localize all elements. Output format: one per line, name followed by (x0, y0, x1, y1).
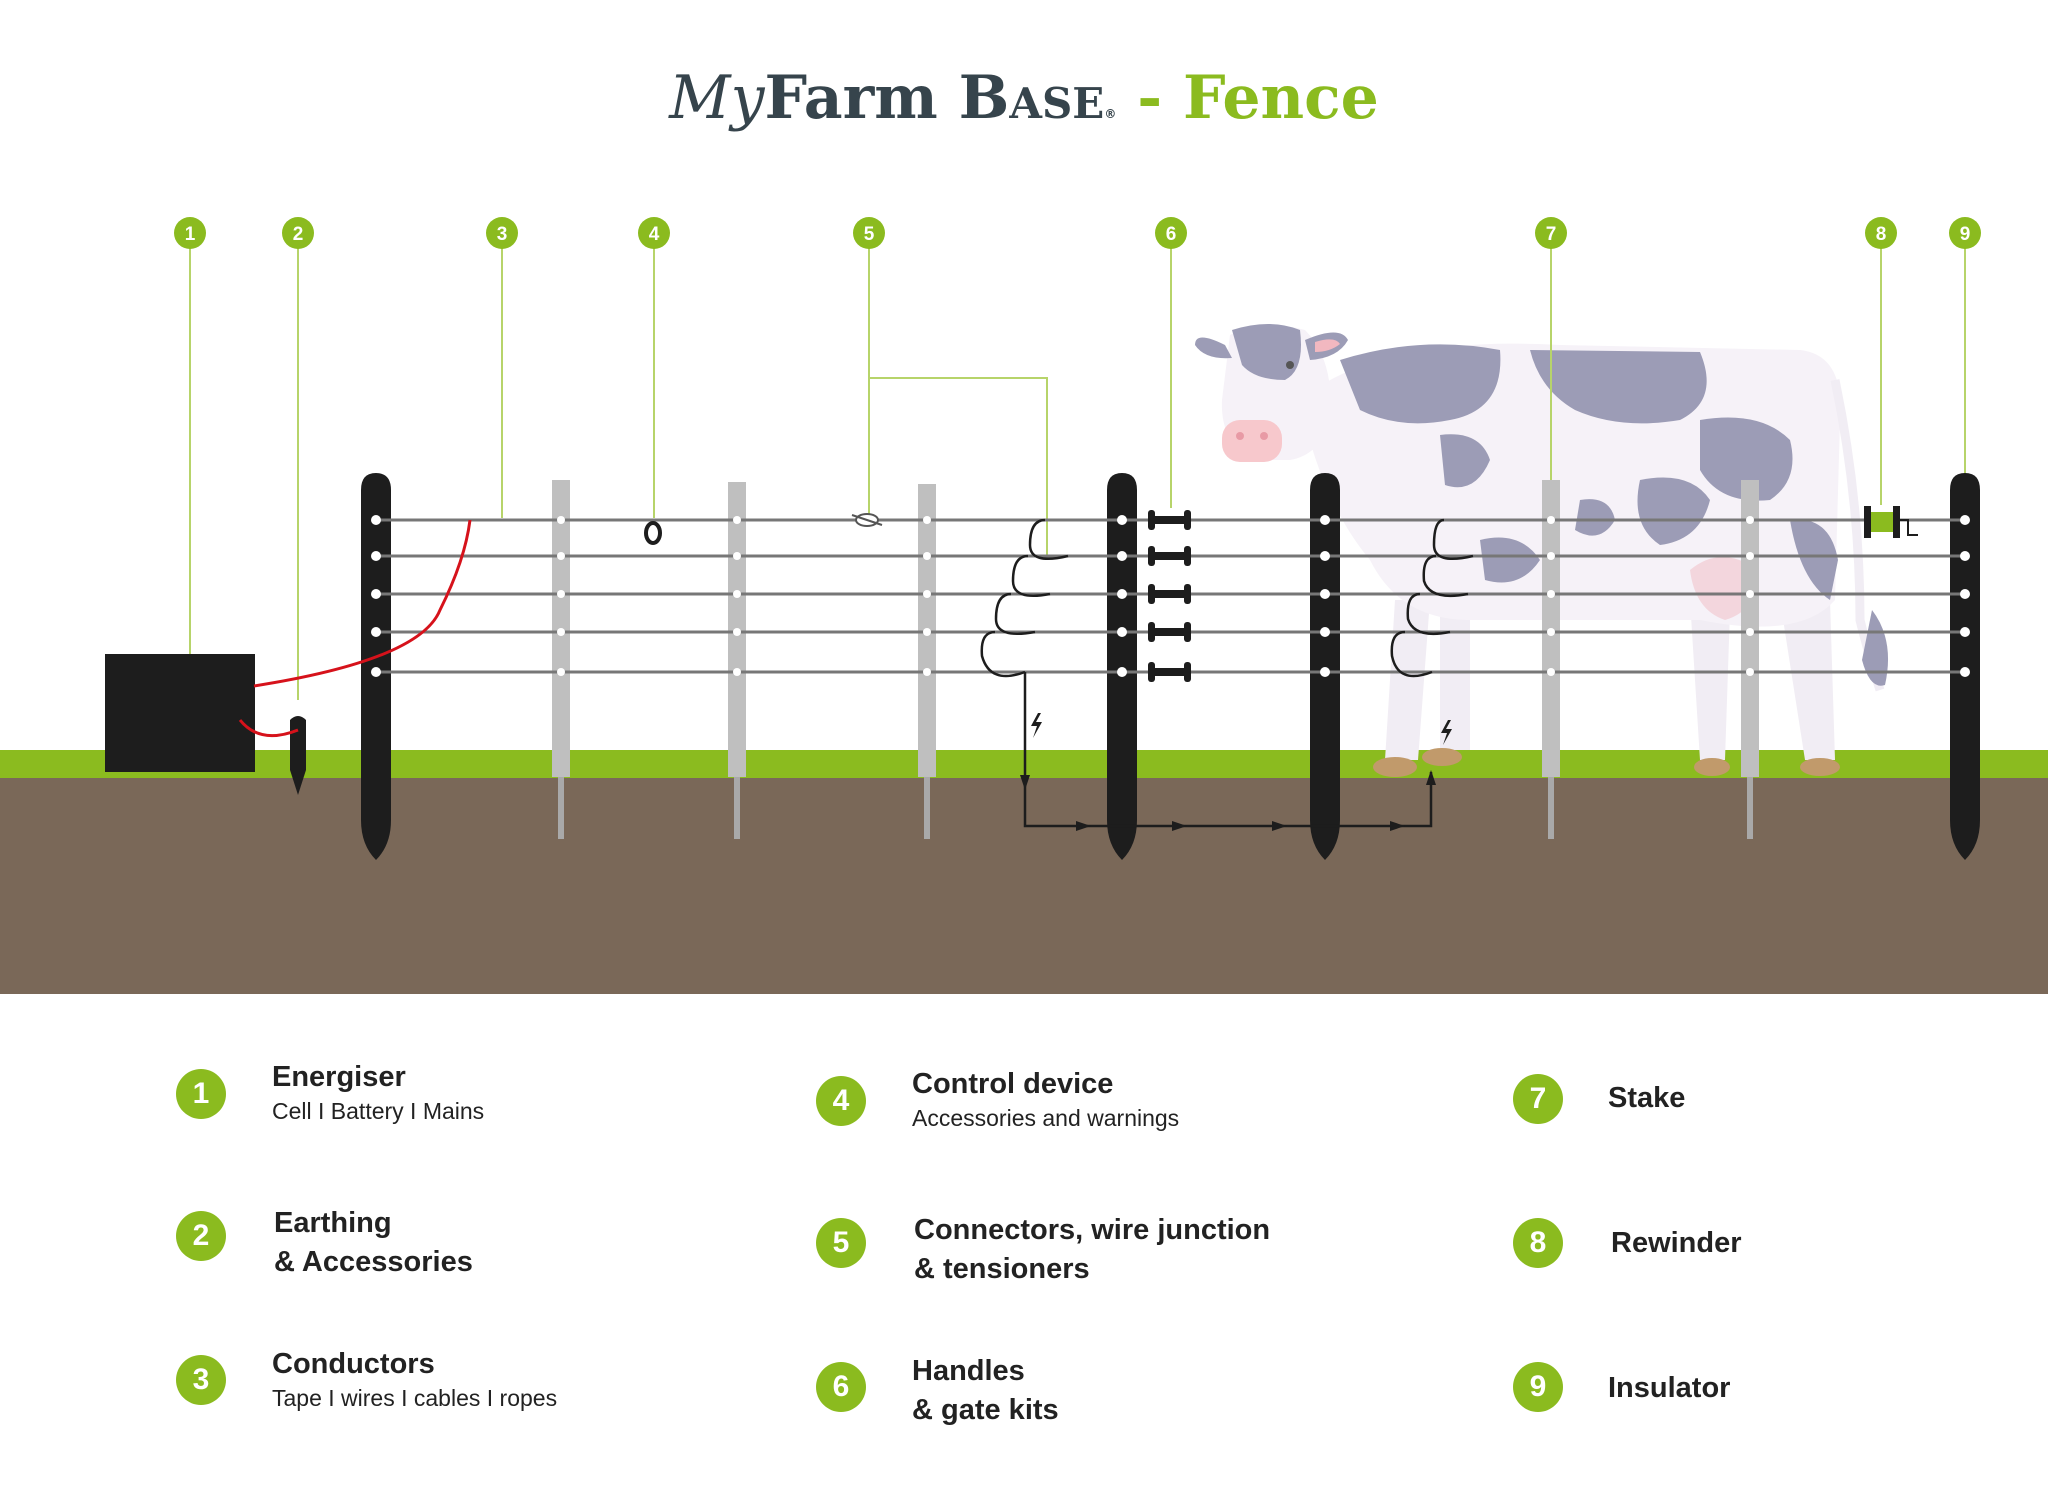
page-title: MyFarm Base® - Fence (0, 58, 2048, 154)
legend-title: Control device (912, 1068, 1114, 1100)
callout-lines (189, 248, 1966, 700)
legend-number-badge: 2 (176, 1211, 226, 1261)
legend-title: Insulator (1608, 1372, 1731, 1404)
legend-number-badge: 5 (816, 1218, 866, 1268)
legend-title: Stake (1608, 1082, 1686, 1114)
brand-base: Base (958, 63, 1105, 133)
legend-title-line-2: & Accessories (274, 1246, 473, 1278)
gate-handle (1148, 546, 1191, 566)
callout-number: 8 (1876, 224, 1887, 245)
gate-handle (1148, 510, 1191, 530)
callout-number: 6 (1166, 224, 1177, 245)
live-lead (253, 519, 472, 688)
legend-number-badge: 8 (1513, 1218, 1563, 1268)
legend-number-badge: 3 (176, 1355, 226, 1405)
gate-post (1107, 473, 1137, 860)
legend-subtitle: Accessories and warnings (912, 1105, 1180, 1131)
callout-badge-1: 1 (174, 217, 206, 249)
gate-handle-hooks-left (980, 518, 1433, 828)
fence-diagram: 1 2 3 4 5 6 7 8 9 (0, 217, 2048, 994)
callout-badge-9: 9 (1949, 217, 1981, 249)
cow-illustration (1195, 324, 1889, 777)
callout-badge-4: 4 (638, 217, 670, 249)
legend-title-line-2: & tensioners (914, 1253, 1090, 1285)
end-post (1950, 473, 1980, 860)
legend-title: Rewinder (1611, 1227, 1742, 1259)
title-separator: - (1116, 63, 1184, 133)
callout-badges: 1 2 3 4 5 6 7 8 9 (174, 217, 1981, 249)
legend-number-badge: 7 (1513, 1074, 1563, 1124)
legend-title: Handles (912, 1355, 1025, 1387)
gate-handle (1148, 662, 1191, 682)
callout-badge-2: 2 (282, 217, 314, 249)
callout-badge-6: 6 (1155, 217, 1187, 249)
wire-connector-icon (851, 513, 883, 527)
gate-handle-hooks-right (1390, 518, 1474, 678)
legend-title-line-2: & gate kits (912, 1394, 1059, 1426)
brand-registered-mark: ® (1104, 107, 1117, 121)
callout-number: 2 (293, 224, 304, 245)
callout-number: 5 (864, 224, 875, 245)
earth-lead (238, 719, 299, 738)
callout-badge-7: 7 (1535, 217, 1567, 249)
callout-number: 1 (185, 224, 196, 245)
callout-number: 9 (1960, 224, 1971, 245)
gate-post (1310, 473, 1340, 860)
legend-title: Conductors (272, 1348, 435, 1380)
brand-my: My (669, 63, 765, 133)
gate-handle (1148, 622, 1191, 642)
legend-number-badge: 6 (816, 1362, 866, 1412)
control-device-icon (644, 521, 662, 545)
current-flow-arrows (1020, 770, 1436, 831)
lightning-bolt-icon (1031, 713, 1452, 745)
legend-title: Earthing (274, 1207, 392, 1239)
earth-stake (290, 716, 306, 795)
brand-farm: Farm (764, 63, 938, 133)
corner-post (361, 473, 391, 860)
callout-number: 4 (649, 224, 660, 245)
rewinder-icon (1864, 506, 1918, 538)
gate-handle (1148, 584, 1191, 604)
legend-subtitle: Tape I wires I cables I ropes (272, 1385, 558, 1411)
callout-number: 7 (1546, 224, 1557, 245)
legend-number-badge: 4 (816, 1076, 866, 1126)
insulator-dots (371, 515, 1970, 677)
legend-subtitle: Cell I Battery I Mains (272, 1098, 485, 1124)
legend-title: Connectors, wire junction (914, 1214, 1271, 1246)
callout-badge-8: 8 (1865, 217, 1897, 249)
gate-handles (1148, 510, 1191, 682)
callout-badge-5: 5 (853, 217, 885, 249)
energiser-box (105, 654, 255, 772)
callout-number: 3 (497, 224, 508, 245)
callout-badge-3: 3 (486, 217, 518, 249)
legend-number-badge: 9 (1513, 1362, 1563, 1412)
section-title: Fence (1183, 63, 1379, 133)
legend-number-badge: 1 (176, 1069, 226, 1119)
black-posts (361, 473, 1980, 860)
legend-title: Energiser (272, 1061, 406, 1093)
